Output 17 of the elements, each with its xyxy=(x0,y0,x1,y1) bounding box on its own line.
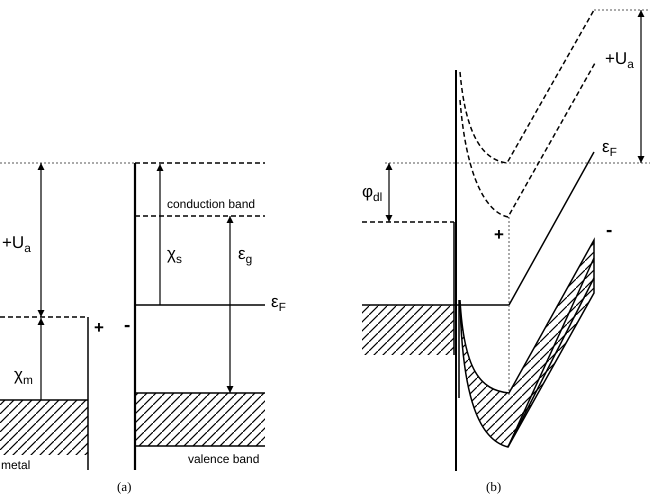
symbol-label: ε$_{g}$ xyxy=(238,245,252,266)
symbol-label: +U$_{a}$ xyxy=(605,50,634,72)
symbol-label: +U$_{a}$ xyxy=(2,234,31,256)
material-label: metal xyxy=(1,459,30,471)
symbol-label: χ$_{m}$ xyxy=(14,366,33,388)
band-label: valence band xyxy=(188,453,260,465)
charge-sign: - xyxy=(124,316,130,335)
charge-sign: + xyxy=(94,319,104,336)
symbol-label: ε$_{F}$ xyxy=(602,138,617,160)
panel-label: (a) xyxy=(117,480,132,493)
charge-sign: - xyxy=(606,221,612,240)
symbol-label: χ$_{s}$ xyxy=(167,245,182,266)
band-label: conduction band xyxy=(167,198,256,210)
symbol-label: ε$_{F}$ xyxy=(271,293,286,314)
symbol-label: φ$_{dl}$ xyxy=(362,183,382,204)
charge-sign: + xyxy=(494,226,504,243)
panel-label: (b) xyxy=(486,480,502,493)
